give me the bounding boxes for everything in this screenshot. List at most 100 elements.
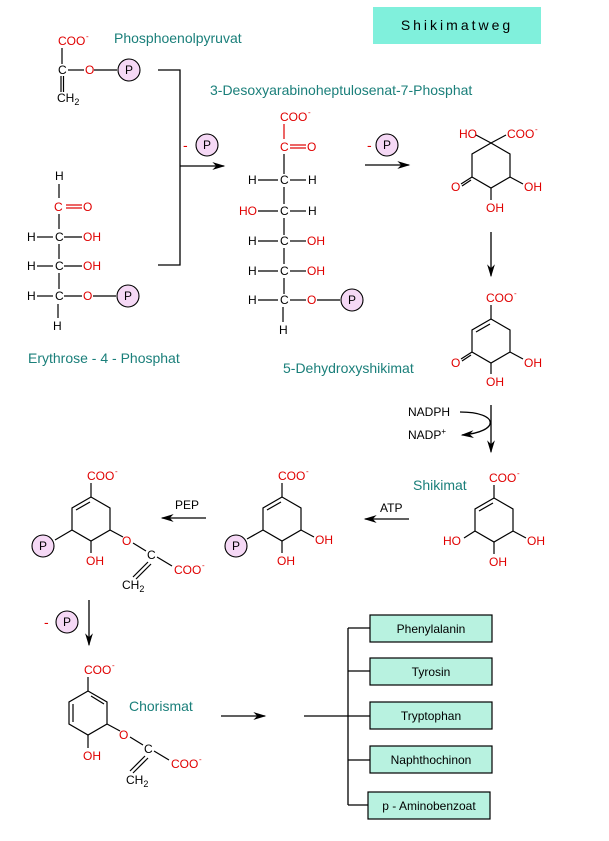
atom-h: H bbox=[27, 230, 36, 244]
chorismate-structure: COO - O C COO - CH2 OH Chorismat bbox=[68, 661, 202, 789]
atom-oh: OH bbox=[83, 259, 101, 273]
atom-h: H bbox=[27, 289, 36, 303]
atom-coo: COO bbox=[507, 127, 534, 141]
phosphate-icon bbox=[375, 133, 399, 157]
atom-oh: OH bbox=[83, 749, 101, 763]
nadph-label: NADPH bbox=[408, 405, 450, 419]
atom-h: H bbox=[248, 173, 257, 187]
charge: - bbox=[199, 755, 202, 764]
atom-c: C bbox=[58, 63, 67, 77]
e4p-label: Erythrose - 4 - Phosphat bbox=[28, 350, 180, 366]
atom-c: C bbox=[280, 234, 289, 248]
charge: - bbox=[112, 661, 115, 670]
phosphate-label: P bbox=[39, 539, 47, 553]
dahp-structure: 3-Desoxyarabinoheptulosenat-7-Phosphat C… bbox=[210, 82, 472, 337]
phosphate-icon bbox=[340, 288, 364, 312]
phosphate-label: P bbox=[232, 539, 240, 553]
step-atp: ATP bbox=[363, 501, 409, 523]
atom-coo: COO bbox=[280, 110, 307, 124]
shikimat-label: Shikimat bbox=[413, 477, 467, 493]
atom-h: H bbox=[248, 293, 257, 307]
nadp-label: NADP+ bbox=[408, 427, 446, 442]
product-box-bg bbox=[369, 745, 493, 774]
product-box: Tyrosin bbox=[369, 657, 493, 686]
charge: - bbox=[514, 289, 517, 298]
atom-oh: OH bbox=[486, 375, 504, 389]
atom-h: H bbox=[279, 323, 288, 337]
atom-oh: OH bbox=[524, 180, 542, 194]
chorismat-label: Chorismat bbox=[129, 698, 193, 714]
atom-oh: OH bbox=[307, 264, 325, 278]
dhs-label: 5-Dehydroxyshikimat bbox=[283, 360, 414, 376]
atom-c: C bbox=[147, 548, 156, 562]
atom-c: C bbox=[280, 204, 289, 218]
title-box: Shikimatweg bbox=[373, 7, 541, 44]
pep-coo: COO bbox=[58, 34, 85, 48]
atom-o: O bbox=[83, 200, 92, 214]
atom-oh: OH bbox=[524, 356, 542, 370]
atom-c: C bbox=[280, 140, 289, 154]
atom-oh: OH bbox=[489, 555, 507, 569]
atp-label: ATP bbox=[380, 501, 402, 515]
pep-label: Phosphoenolpyruvat bbox=[114, 30, 242, 46]
atom-o: O bbox=[451, 356, 460, 370]
shikimate-structure: Shikimat COO - HO OH OH bbox=[413, 469, 545, 569]
pep-structure: Phosphoenolpyruvat COO - C O P CH2 bbox=[57, 30, 242, 107]
product-box: Phenylalanin bbox=[369, 614, 493, 643]
product-box-bg bbox=[369, 701, 493, 730]
phosphate-label: P bbox=[348, 293, 356, 307]
charge: - bbox=[306, 467, 309, 476]
charge: - bbox=[202, 561, 205, 570]
page-title: Shikimatweg bbox=[401, 17, 513, 33]
atom-o: O bbox=[122, 534, 131, 548]
product-box: Naphthochinon bbox=[369, 745, 493, 774]
step-nadph: NADPH NADP+ bbox=[408, 405, 495, 454]
atom-o: O bbox=[307, 293, 316, 307]
phosphate-label: P bbox=[383, 138, 391, 152]
atom-oh: OH bbox=[315, 533, 333, 547]
product-box-bg bbox=[369, 657, 493, 686]
products-tree: PhenylalaninTyrosinTryptophanNaphthochin… bbox=[304, 614, 493, 820]
atom-h: H bbox=[248, 234, 257, 248]
phosphate-icon bbox=[195, 133, 219, 157]
atom-oh: OH bbox=[527, 534, 545, 548]
minus-sign: - bbox=[183, 137, 188, 153]
atom-coo: COO bbox=[171, 757, 198, 771]
atom-c: C bbox=[144, 742, 153, 756]
atom-oh: OH bbox=[83, 230, 101, 244]
atom-coo: COO bbox=[489, 471, 516, 485]
atom-o: O bbox=[307, 140, 316, 154]
product-label: Phenylalanin bbox=[397, 622, 466, 636]
product-box-bg bbox=[369, 614, 493, 643]
dehydroshikimate-structure: COO - O OH OH 5-Dehydroxyshikimat bbox=[283, 289, 542, 389]
charge: - bbox=[86, 32, 89, 41]
ch2: CH2 bbox=[126, 773, 148, 789]
charge: - bbox=[517, 469, 520, 478]
phosphate-icon bbox=[224, 534, 248, 558]
e4p-structure: H C O H C OH H C OH H C O P H Erythrose … bbox=[27, 169, 180, 366]
step-pep: PEP bbox=[160, 498, 206, 522]
atom-o: O bbox=[85, 63, 94, 77]
minus-sign: - bbox=[44, 614, 49, 630]
atom-c: C bbox=[54, 200, 63, 214]
atom-h: H bbox=[248, 264, 257, 278]
phosphate-icon bbox=[116, 284, 140, 308]
atom-oh: OH bbox=[86, 554, 104, 568]
phosphate-label: P bbox=[124, 289, 132, 303]
atom-h: H bbox=[55, 169, 64, 183]
atom-c: C bbox=[55, 230, 64, 244]
dehydroquinate-structure: HO COO - O OH OH bbox=[451, 125, 542, 215]
ch2: CH2 bbox=[122, 578, 144, 594]
atom-coo: COO bbox=[174, 563, 201, 577]
atom-c: C bbox=[280, 264, 289, 278]
product-box-bg bbox=[367, 791, 491, 820]
product-box: p - Aminobenzoat bbox=[367, 791, 491, 820]
phosphate-icon bbox=[117, 58, 141, 82]
ch2: CH2 bbox=[57, 91, 79, 107]
phosphate-label: P bbox=[203, 138, 211, 152]
charge: - bbox=[308, 108, 311, 117]
dahp-label: 3-Desoxyarabinoheptulosenat-7-Phosphat bbox=[210, 82, 472, 98]
atom-ho: HO bbox=[443, 534, 461, 548]
atom-h: H bbox=[308, 204, 317, 218]
atom-coo: COO bbox=[87, 469, 114, 483]
